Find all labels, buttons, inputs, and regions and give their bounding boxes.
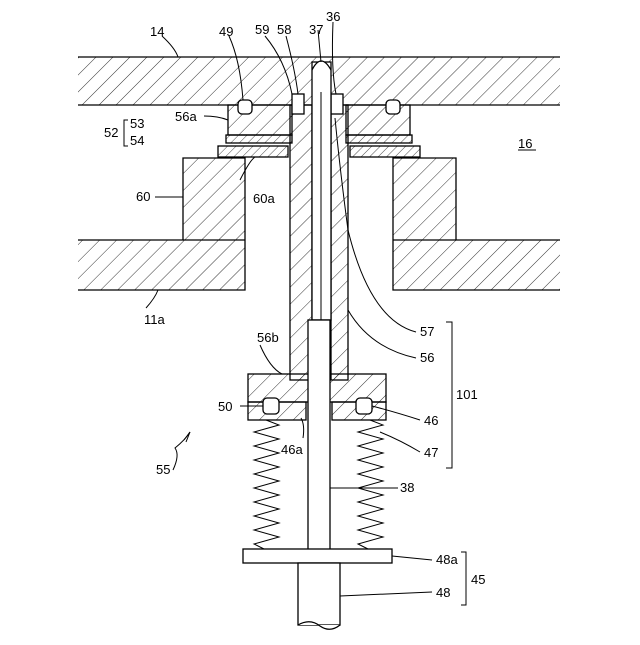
label-56a: 56a bbox=[175, 109, 197, 124]
label-60: 60 bbox=[136, 189, 150, 204]
shaft-38 bbox=[308, 320, 330, 550]
label-45: 45 bbox=[471, 572, 485, 587]
label-38: 38 bbox=[400, 480, 414, 495]
o-ring-49-right bbox=[386, 100, 400, 114]
label-52: 52 bbox=[104, 125, 118, 140]
label-16: 16 bbox=[518, 136, 532, 151]
label-11a: 11a bbox=[144, 312, 165, 327]
label-60a: 60a bbox=[253, 191, 275, 206]
label-59: 59 bbox=[255, 22, 269, 37]
bushing-58-left bbox=[292, 94, 304, 114]
label-56: 56 bbox=[420, 350, 434, 365]
label-46a: 46a bbox=[281, 442, 303, 457]
label-47: 47 bbox=[424, 445, 438, 460]
actuator-45 bbox=[243, 549, 392, 629]
label-50: 50 bbox=[218, 399, 232, 414]
label-56b: 56b bbox=[257, 330, 279, 345]
o-ring-46 bbox=[356, 398, 372, 414]
bushing-58-right bbox=[331, 94, 343, 114]
label-48a: 48a bbox=[436, 552, 458, 567]
label-48: 48 bbox=[436, 585, 450, 600]
label-58: 58 bbox=[277, 22, 291, 37]
o-ring-49-left bbox=[238, 100, 252, 114]
label-36: 36 bbox=[326, 9, 340, 24]
label-14: 14 bbox=[150, 24, 164, 39]
label-49: 49 bbox=[219, 24, 233, 39]
label-54: 54 bbox=[130, 133, 144, 148]
label-37: 37 bbox=[309, 22, 323, 37]
label-53: 53 bbox=[130, 116, 144, 131]
rod-37 bbox=[312, 61, 331, 320]
label-46: 46 bbox=[424, 413, 438, 428]
label-101: 101 bbox=[456, 387, 478, 402]
o-ring-50 bbox=[263, 398, 279, 414]
label-57: 57 bbox=[420, 324, 434, 339]
label-55: 55 bbox=[156, 462, 170, 477]
